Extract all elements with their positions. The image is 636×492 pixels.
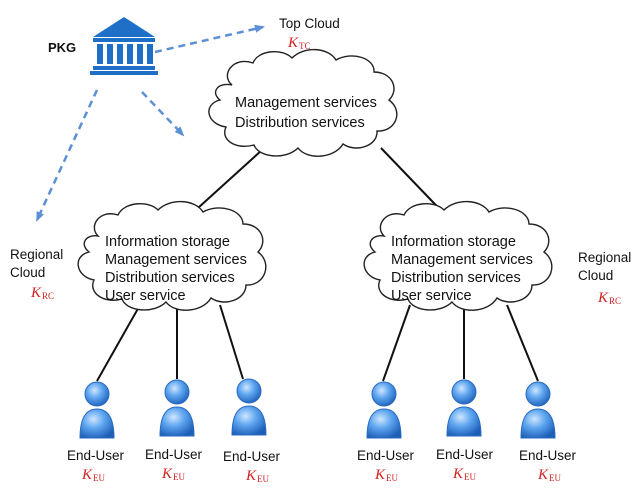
right-regional-cloud-shape bbox=[363, 200, 553, 311]
end-user-label-3: End-User bbox=[223, 449, 281, 464]
end-user-key-letter-4: K bbox=[375, 467, 386, 483]
end-user-key-letter-2: K bbox=[162, 466, 173, 482]
right-regional-service-1: Information storage bbox=[391, 234, 516, 250]
end-user-label-5: End-User bbox=[436, 447, 494, 462]
end-user-key-letter-3: K bbox=[246, 468, 257, 484]
end-user-key-sub-3: EU bbox=[257, 474, 270, 484]
pkg-arrow-down-right bbox=[141, 91, 185, 137]
left-regional-service-4: User service bbox=[105, 288, 186, 304]
left-regional-key-sub: RC bbox=[42, 291, 55, 301]
left-regional-service-2: Management services bbox=[105, 252, 247, 268]
end-user-key-letter-1: K bbox=[82, 467, 93, 483]
left-regional-label-line2: Cloud bbox=[10, 265, 46, 280]
end-user-icon-3 bbox=[231, 378, 267, 436]
end-user-key-letter-6: K bbox=[538, 467, 549, 483]
top-cloud-title: Top Cloud bbox=[279, 16, 340, 31]
end-user-icon-4 bbox=[366, 381, 402, 439]
left-regional-service-3: Distribution services bbox=[105, 270, 235, 286]
link-left-region-user-3 bbox=[219, 304, 244, 380]
end-user-label-2: End-User bbox=[145, 447, 203, 462]
right-regional-key-letter: K bbox=[598, 290, 609, 306]
left-regional-label-line1: Regional bbox=[10, 247, 64, 262]
end-user-key-letter-5: K bbox=[453, 466, 464, 482]
right-regional-label-line1: Regional bbox=[578, 250, 632, 265]
right-regional-service-2: Management services bbox=[391, 252, 533, 268]
end-user-key-2: KEU bbox=[162, 466, 185, 483]
end-user-label-1: End-User bbox=[67, 448, 125, 463]
end-user-icon-5 bbox=[446, 379, 482, 437]
top-cloud-key-letter: K bbox=[288, 35, 299, 51]
end-user-key-sub-6: EU bbox=[549, 473, 562, 483]
end-user-key-6: KEU bbox=[538, 467, 561, 484]
pkg-arrow-to-regional-cloud bbox=[35, 89, 99, 222]
left-regional-key: KRC bbox=[31, 285, 54, 302]
end-user-key-4: KEU bbox=[375, 467, 398, 484]
right-regional-service-4: User service bbox=[391, 288, 472, 304]
end-user-label-6: End-User bbox=[519, 448, 577, 463]
end-user-key-3: KEU bbox=[246, 468, 269, 485]
end-user-key-sub-2: EU bbox=[173, 472, 186, 482]
end-user-icon-6 bbox=[520, 381, 556, 439]
end-user-key-sub-5: EU bbox=[464, 472, 477, 482]
end-user-icon-1 bbox=[79, 381, 115, 439]
left-regional-service-1: Information storage bbox=[105, 234, 230, 250]
pkg-building-icon bbox=[90, 17, 158, 75]
top-cloud-service-1: Management services bbox=[235, 95, 377, 111]
end-user-key-1: KEU bbox=[82, 467, 105, 484]
pkg-arrow-to-top-cloud bbox=[154, 24, 265, 54]
top-cloud-key: KTC bbox=[288, 35, 311, 52]
link-left-region-user-1 bbox=[96, 304, 141, 382]
end-user-label-4: End-User bbox=[357, 448, 415, 463]
right-regional-service-3: Distribution services bbox=[391, 270, 521, 286]
end-user-key-5: KEU bbox=[453, 466, 476, 483]
left-regional-key-letter: K bbox=[31, 285, 42, 301]
right-regional-key-sub: RC bbox=[609, 296, 622, 306]
top-cloud-service-2: Distribution services bbox=[235, 115, 365, 131]
pkg-label: PKG bbox=[48, 40, 77, 55]
left-regional-cloud-shape bbox=[77, 200, 267, 311]
right-regional-label-line2: Cloud bbox=[578, 268, 614, 283]
end-user-icon-2 bbox=[159, 379, 195, 437]
end-user-key-sub-1: EU bbox=[93, 473, 106, 483]
top-cloud-key-sub: TC bbox=[299, 41, 311, 51]
top-cloud-shape bbox=[208, 48, 398, 157]
link-right-region-user-1 bbox=[382, 304, 411, 382]
link-right-region-user-3 bbox=[506, 304, 539, 382]
end-user-key-sub-4: EU bbox=[386, 473, 399, 483]
right-regional-key: KRC bbox=[598, 290, 621, 307]
